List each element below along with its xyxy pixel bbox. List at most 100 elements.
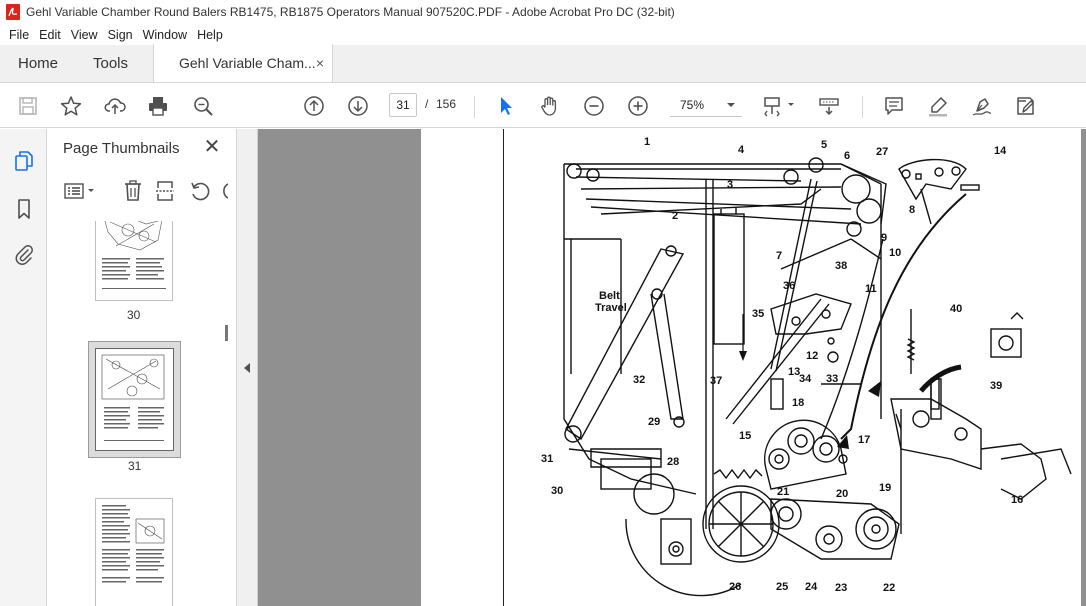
menu-view[interactable]: View	[70, 27, 98, 42]
callout-15: 15	[739, 430, 751, 442]
callout-33: 33	[826, 373, 838, 385]
callout-7: 7	[776, 250, 782, 262]
hand-tool-icon[interactable]	[538, 94, 562, 118]
callout-35: 35	[752, 308, 764, 320]
previous-page-icon[interactable]	[302, 94, 326, 118]
menu-bar: File Edit View Sign Window Help	[0, 24, 1086, 45]
zoom-out-icon[interactable]	[582, 94, 606, 118]
baler-parts-diagram: Belt Travel 1 2 3 4 5 6 7 8 9 10 11 12 1…	[541, 136, 1072, 597]
main-toolbar: 31 / 156 75%	[0, 84, 1086, 128]
tab-home[interactable]: Home	[18, 54, 59, 72]
callout-22: 22	[883, 582, 895, 594]
thumbnail-preview	[101, 354, 165, 441]
thumbnail-toolbar	[47, 173, 237, 209]
thumbnail-page-31-selected[interactable]	[88, 341, 181, 458]
tab-bar: Home Tools Gehl Variable Cham... ×	[0, 44, 1086, 83]
thumbnail-page-30[interactable]	[95, 221, 173, 301]
callout-6: 6	[844, 150, 850, 162]
callout-25: 25	[776, 581, 788, 593]
toolbar-divider	[474, 96, 475, 118]
thumbnail-preview	[102, 505, 165, 583]
menu-help[interactable]: Help	[197, 27, 223, 42]
callout-29: 29	[648, 416, 660, 428]
thumbnail-preview	[102, 221, 166, 289]
callout-28: 28	[667, 456, 679, 468]
callout-32: 32	[633, 374, 645, 386]
callout-2: 2	[672, 210, 678, 222]
thumbnail-page-32[interactable]	[95, 498, 173, 606]
extract-pages-icon[interactable]	[155, 179, 175, 203]
page-frame	[503, 129, 1081, 606]
menu-edit[interactable]: Edit	[39, 27, 61, 42]
print-icon[interactable]	[146, 94, 170, 118]
pdf-page: Belt Travel 1 2 3 4 5 6 7 8 9 10 11 12 1…	[421, 129, 1081, 606]
callout-38: 38	[835, 260, 847, 272]
select-arrow-icon[interactable]	[494, 94, 518, 118]
attachments-icon[interactable]	[12, 242, 36, 266]
tab-document[interactable]: Gehl Variable Cham... ×	[153, 44, 333, 82]
callout-24: 24	[805, 581, 818, 593]
callout-17: 17	[858, 434, 870, 446]
tab-close-icon[interactable]: ×	[315, 55, 324, 71]
panel-close-icon[interactable]: ✕	[203, 136, 221, 158]
menu-file[interactable]: File	[9, 27, 30, 42]
callout-37: 37	[710, 375, 722, 387]
page-total: 156	[436, 97, 457, 111]
comment-icon[interactable]	[882, 94, 906, 118]
upload-cloud-icon[interactable]	[103, 94, 127, 118]
menu-sign[interactable]: Sign	[107, 27, 133, 42]
callout-19: 19	[879, 482, 891, 494]
callout-31: 31	[541, 453, 553, 465]
save-icon[interactable]	[16, 94, 40, 118]
star-bookmark-icon[interactable]	[59, 94, 83, 118]
callout-18: 18	[792, 397, 804, 409]
zoom-level-dropdown[interactable]: 75%	[670, 93, 742, 117]
callout-10: 10	[889, 247, 901, 259]
tab-document-label: Gehl Variable Cham...	[179, 55, 316, 71]
callout-4: 4	[738, 144, 745, 156]
zoom-level-value: 75%	[680, 97, 705, 112]
document-view[interactable]: Belt Travel 1 2 3 4 5 6 7 8 9 10 11 12 1…	[258, 129, 1086, 606]
menu-window[interactable]: Window	[142, 27, 188, 42]
thumbnail-list: 30	[47, 221, 232, 606]
more-tools-icon[interactable]	[220, 179, 228, 203]
scrolling-mode-icon[interactable]	[817, 94, 841, 118]
callout-8: 8	[909, 204, 915, 216]
next-page-icon[interactable]	[346, 94, 370, 118]
draw-sign-icon[interactable]	[970, 94, 994, 118]
title-bar: Gehl Variable Chamber Round Balers RB147…	[0, 0, 1086, 24]
page-fit-icon[interactable]	[762, 94, 796, 118]
callout-23: 23	[835, 582, 847, 594]
rotate-page-icon[interactable]	[189, 179, 211, 203]
callout-12: 12	[806, 350, 818, 362]
callout-39: 39	[990, 380, 1002, 392]
page-thumbnails-panel: Page Thumbnails ✕	[47, 129, 237, 606]
bookmarks-icon[interactable]	[12, 197, 36, 221]
page-separator: /	[425, 97, 429, 111]
thumbnail-scrollbar[interactable]	[223, 221, 233, 606]
collapse-panel-handle[interactable]	[237, 129, 258, 606]
tab-tools[interactable]: Tools	[93, 54, 129, 72]
page-number-input[interactable]: 31	[389, 93, 417, 117]
thumbnail-label-30: 30	[127, 308, 141, 322]
callout-14: 14	[994, 145, 1007, 157]
callout-30: 30	[551, 485, 563, 497]
highlight-pen-icon[interactable]	[926, 94, 950, 118]
callout-27: 27	[876, 146, 888, 158]
thumbnail-label-31: 31	[128, 459, 142, 473]
callout-11: 11	[865, 283, 877, 295]
delete-page-icon[interactable]	[123, 179, 143, 203]
annotation-travel: Travel	[595, 302, 627, 314]
callout-3: 3	[727, 179, 733, 191]
chevron-left-icon	[244, 362, 250, 373]
callout-16: 16	[1011, 494, 1023, 506]
zoom-search-icon[interactable]	[191, 94, 215, 118]
zoom-in-icon[interactable]	[626, 94, 650, 118]
page-thumbnails-icon[interactable]	[12, 149, 36, 173]
window-title: Gehl Variable Chamber Round Balers RB147…	[26, 5, 675, 19]
left-navigation-rail	[0, 129, 47, 606]
thumbnail-scroll-thumb[interactable]	[225, 325, 228, 341]
edit-pdf-icon[interactable]	[1013, 94, 1037, 118]
thumbnail-options-icon[interactable]	[63, 179, 99, 203]
panel-title: Page Thumbnails	[63, 140, 180, 157]
